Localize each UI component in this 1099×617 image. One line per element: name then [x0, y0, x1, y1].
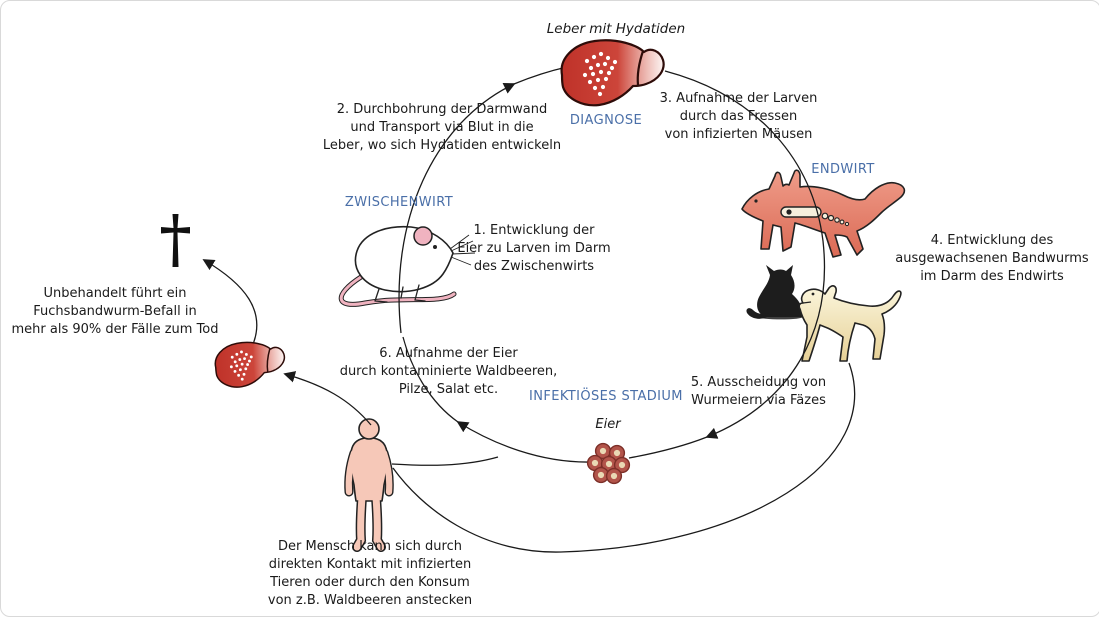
step-6-text: 6. Aufnahme der Eier durch kontaminierte… [339, 346, 558, 397]
step-2-text: 2. Durchbohrung der Darmwand und Transpo… [322, 102, 562, 153]
label-zwischenwirt: ZWISCHENWIRT [344, 195, 454, 210]
tapeworm-icon [780, 206, 850, 227]
step-1-text: 1. Entwicklung der Eier zu Larven im Dar… [457, 223, 611, 274]
human-note-text: Der Mensch kann sich durch direkten Kont… [267, 539, 473, 608]
death-note-text: Unbehandelt führt ein Fuchsbandwurm-Befa… [11, 286, 219, 337]
step-3-text: 3. Aufnahme der Larven durch das Fressen… [659, 91, 818, 142]
label-infektioeses-stadium: INFEKTIÖSES STADIUM [529, 389, 683, 404]
liver-small-icon [213, 339, 287, 389]
fox-icon [741, 169, 906, 258]
label-eier: Eier [595, 417, 621, 432]
cat-icon [746, 265, 803, 320]
step-4-text: 4. Entwicklung des ausgewachsenen Bandwu… [895, 233, 1089, 284]
mouse-icon [338, 225, 476, 307]
label-endwirt: ENDWIRT [811, 162, 875, 177]
eggs-icon [586, 442, 631, 485]
dog-icon [798, 285, 902, 362]
label-diagnose: DIAGNOSE [569, 113, 643, 128]
title-leber-mit-hydatiden: Leber mit Hydatiden [546, 21, 686, 37]
human-icon [344, 418, 394, 552]
cross-icon [161, 214, 190, 267]
step-5-text: 5. Ausscheidung von Wurmeiern via Fäzes [690, 375, 827, 408]
